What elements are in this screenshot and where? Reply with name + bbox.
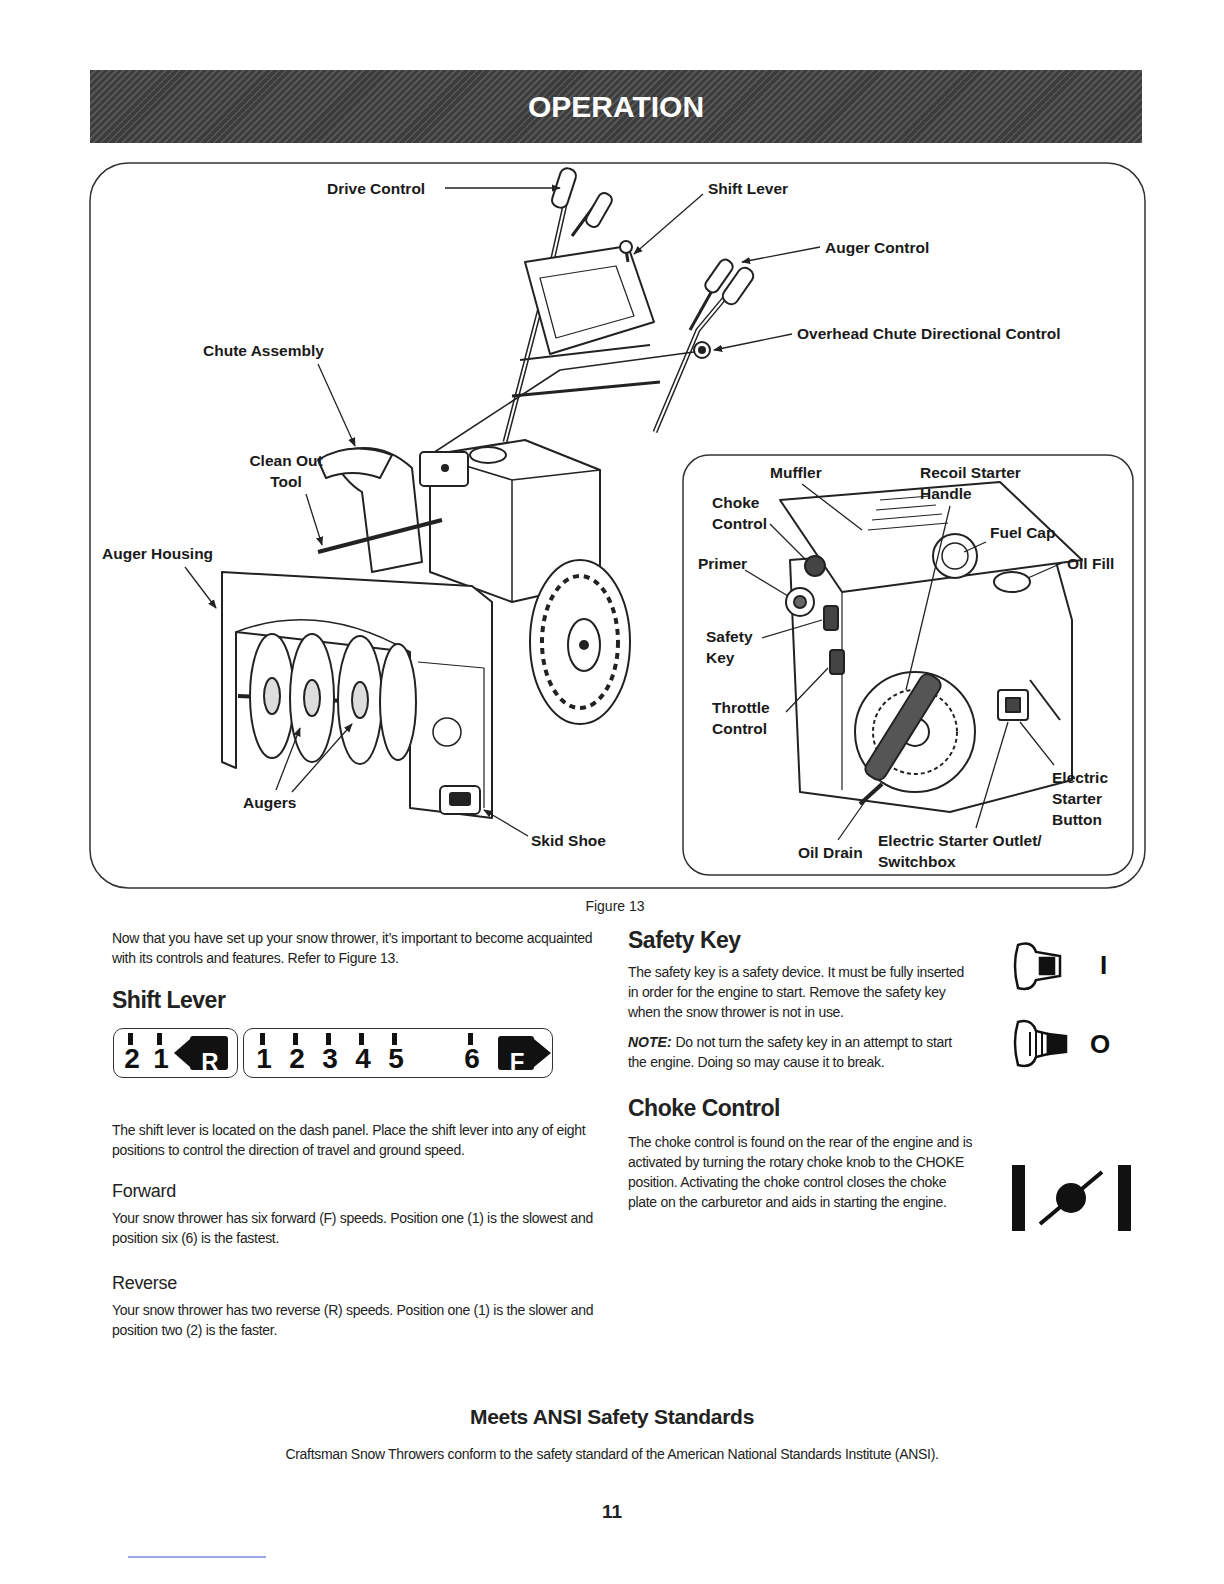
gear-number: F (499, 1047, 535, 1077)
text-block: Safety Key (706, 626, 768, 668)
part-label: Shift Lever (708, 180, 788, 197)
text-block: Your snow thrower has two reverse (R) sp… (112, 1300, 600, 1340)
part-label: Overhead Chute Directional Control (797, 325, 1061, 342)
section-heading: Shift Lever (112, 987, 225, 1013)
part-label: Electric Starter Button (1052, 769, 1108, 828)
gear-number: 1 (151, 1044, 171, 1074)
part-label: Primer (698, 555, 747, 572)
gear-gauge: 21R (113, 1028, 238, 1078)
text-block: Muffler (770, 462, 822, 483)
text-block: Meets ANSI Safety Standards (312, 1404, 912, 1430)
text-block: Primer (698, 553, 747, 574)
text-block: Auger Control (825, 237, 929, 258)
text-block: The safety key is a safety device. It mu… (628, 962, 973, 1022)
gear-number: 1 (254, 1044, 274, 1074)
text-block: Choke Control (628, 1094, 780, 1122)
section-heading: Safety Key (628, 927, 741, 953)
text-block: Overhead Chute Directional Control (797, 323, 1061, 344)
part-label: Chute Assembly (203, 342, 324, 359)
body-text: Craftsman Snow Throwers conform to the s… (285, 1446, 938, 1462)
text-block: Oil Drain (798, 842, 863, 863)
text-block: Craftsman Snow Throwers conform to the s… (112, 1444, 1112, 1464)
part-label: Throttle Control (712, 699, 770, 737)
part-label: Skid Shoe (531, 832, 606, 849)
body-text: Your snow thrower has two reverse (R) sp… (112, 1302, 593, 1338)
section-heading: Meets ANSI Safety Standards (470, 1405, 754, 1428)
gear-gauge: 12345 6F (243, 1028, 553, 1078)
body-text: The safety key is a safety device. It mu… (628, 964, 964, 1020)
text-block: O (1090, 1029, 1110, 1059)
part-label: Recoil Starter Handle (920, 464, 1021, 502)
part-label: Choke Control (712, 494, 767, 532)
part-label: Augers (243, 794, 296, 811)
text-block: Clean Out Tool (238, 450, 334, 492)
text-block: Skid Shoe (531, 830, 606, 851)
figure-caption: Figure 13 (585, 898, 644, 914)
text-block: The choke control is found on the rear o… (628, 1132, 973, 1212)
text-block: Shift Lever (112, 986, 225, 1014)
text-block: Augers (243, 792, 296, 813)
part-label: Electric Starter Outlet/ Switchbox (878, 832, 1042, 870)
text-block: Throttle Control (712, 697, 788, 739)
text-block: The shift lever is located on the dash p… (112, 1120, 600, 1160)
gear-number: 4 (353, 1044, 373, 1074)
text-block: Recoil Starter Handle (920, 462, 1048, 504)
text-block: Your snow thrower has six forward (F) sp… (112, 1208, 600, 1248)
gear-number: 2 (287, 1044, 307, 1074)
text-block: Oil Fill (1067, 553, 1114, 574)
gear-number: R (191, 1047, 229, 1077)
text-block: Forward (112, 1180, 176, 1202)
part-label: Muffler (770, 464, 822, 481)
text-block: Fuel Cap (990, 522, 1055, 543)
text-block: Electric Starter Outlet/ Switchbox (878, 830, 1073, 872)
part-label: Drive Control (327, 180, 425, 197)
header-band: OPERATION (90, 70, 1142, 143)
section-heading: Forward (112, 1181, 176, 1201)
body-text: Do not turn the safety key in an attempt… (628, 1034, 952, 1070)
gear-number: 3 (320, 1044, 340, 1074)
part-label: Safety Key (706, 628, 753, 666)
body-text: The choke control is found on the rear o… (628, 1134, 972, 1210)
text-block: Safety Key (628, 926, 741, 954)
gear-number: 5 (386, 1044, 406, 1074)
page-number: 11 (602, 1501, 622, 1522)
icon-label: I (1100, 950, 1107, 980)
text-block: Drive Control (327, 178, 425, 199)
icon-label: O (1090, 1029, 1110, 1059)
body-text: Now that you have set up your snow throw… (112, 930, 592, 966)
body-text: Your snow thrower has six forward (F) sp… (112, 1210, 593, 1246)
section-heading: Reverse (112, 1273, 177, 1293)
text-block: 11 (562, 1500, 662, 1524)
body-text: The shift lever is located on the dash p… (112, 1122, 585, 1158)
text-block: Auger Housing (102, 543, 213, 564)
text-block: I (1100, 950, 1107, 980)
gear-number: 6 (462, 1044, 482, 1074)
text-block: NOTE:Do not turn the safety key in an at… (628, 1032, 973, 1072)
gear-number: 2 (122, 1044, 142, 1074)
section-title: OPERATION (90, 70, 1142, 143)
body-text: NOTE: (628, 1034, 672, 1050)
text-block: Chute Assembly (203, 340, 324, 361)
part-label: Auger Housing (102, 545, 213, 562)
text-block: Shift Lever (708, 178, 788, 199)
part-label: Clean Out Tool (249, 452, 322, 490)
part-label: Auger Control (825, 239, 929, 256)
caption: Figure 13 (560, 897, 670, 915)
text-block: Choke Control (712, 492, 782, 534)
section-heading: Choke Control (628, 1095, 780, 1121)
part-label: Fuel Cap (990, 524, 1055, 541)
text-block: Electric Starter Button (1052, 767, 1128, 830)
part-label: Oil Drain (798, 844, 863, 861)
text-block: Reverse (112, 1272, 177, 1294)
part-label: Oil Fill (1067, 555, 1114, 572)
text-block: Now that you have set up your snow throw… (112, 928, 600, 968)
